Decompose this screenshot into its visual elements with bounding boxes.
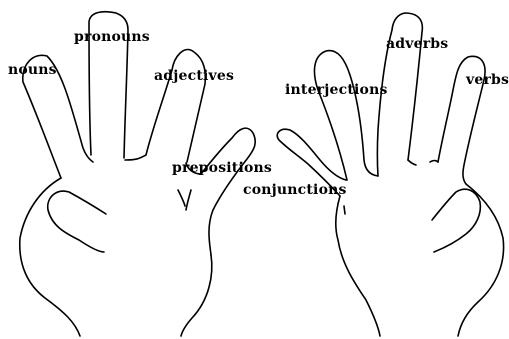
label-verbs: verbs: [466, 72, 509, 88]
label-adjectives: adjectives: [154, 68, 234, 84]
label-pronouns: pronouns: [74, 29, 150, 45]
left-index-crease: [178, 190, 185, 206]
right-palm-mark: [344, 206, 345, 214]
label-prepositions: prepositions: [172, 160, 272, 176]
left-index-crease-2: [186, 190, 191, 210]
label-nouns: nouns: [8, 62, 57, 78]
right-hand: [277, 13, 503, 336]
label-adverbs: adverbs: [386, 36, 448, 52]
right-finger-gap-mark-2: [430, 161, 438, 163]
label-interjections: interjections: [285, 82, 388, 98]
left-palm-outline: [20, 178, 80, 336]
left-middle-finger: [125, 50, 205, 162]
right-finger-gap-mark: [408, 160, 416, 165]
right-palm-left-edge: [336, 196, 380, 336]
left-thumb: [48, 191, 106, 252]
left-palm-right-edge: [181, 255, 212, 336]
right-middle-finger: [314, 51, 378, 180]
label-conjunctions: conjunctions: [243, 182, 347, 198]
right-thumb: [432, 189, 480, 252]
